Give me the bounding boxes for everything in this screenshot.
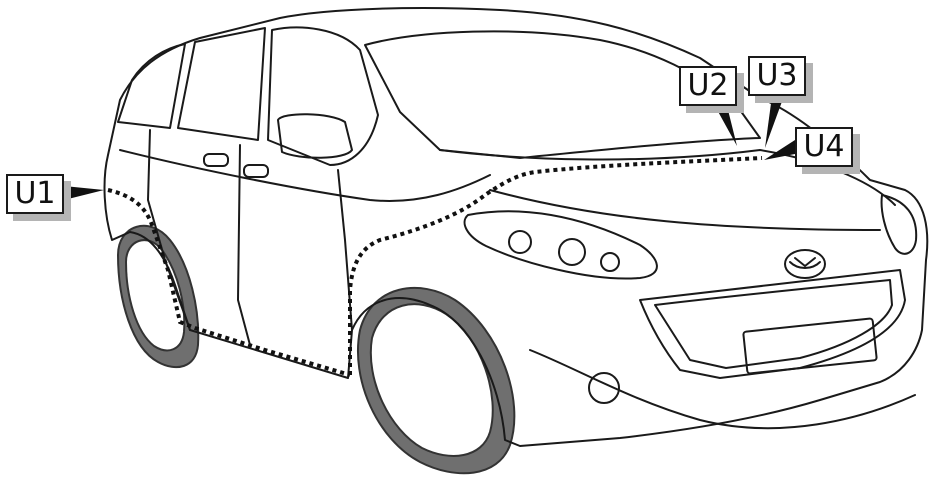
side-mirror xyxy=(278,114,352,158)
u1-pointer xyxy=(64,186,104,200)
callout-u1: U1 xyxy=(6,174,64,214)
headlight-lens-1 xyxy=(509,231,531,253)
front-door-line xyxy=(338,170,352,330)
headlight-lens-2 xyxy=(559,239,585,265)
rear-door-handle xyxy=(204,154,228,166)
callout-u4: U4 xyxy=(795,127,853,167)
front-door-handle xyxy=(244,165,268,177)
callout-u3: U3 xyxy=(748,56,806,96)
front-side-window xyxy=(268,27,378,165)
u3-pointer xyxy=(765,96,784,148)
headlight-right xyxy=(882,195,917,254)
callout-u2: U2 xyxy=(679,66,737,106)
hood-crease xyxy=(490,190,880,230)
brand-emblem-wing xyxy=(790,258,820,268)
middle-window xyxy=(178,28,265,140)
headlight-lens-3 xyxy=(601,253,619,271)
